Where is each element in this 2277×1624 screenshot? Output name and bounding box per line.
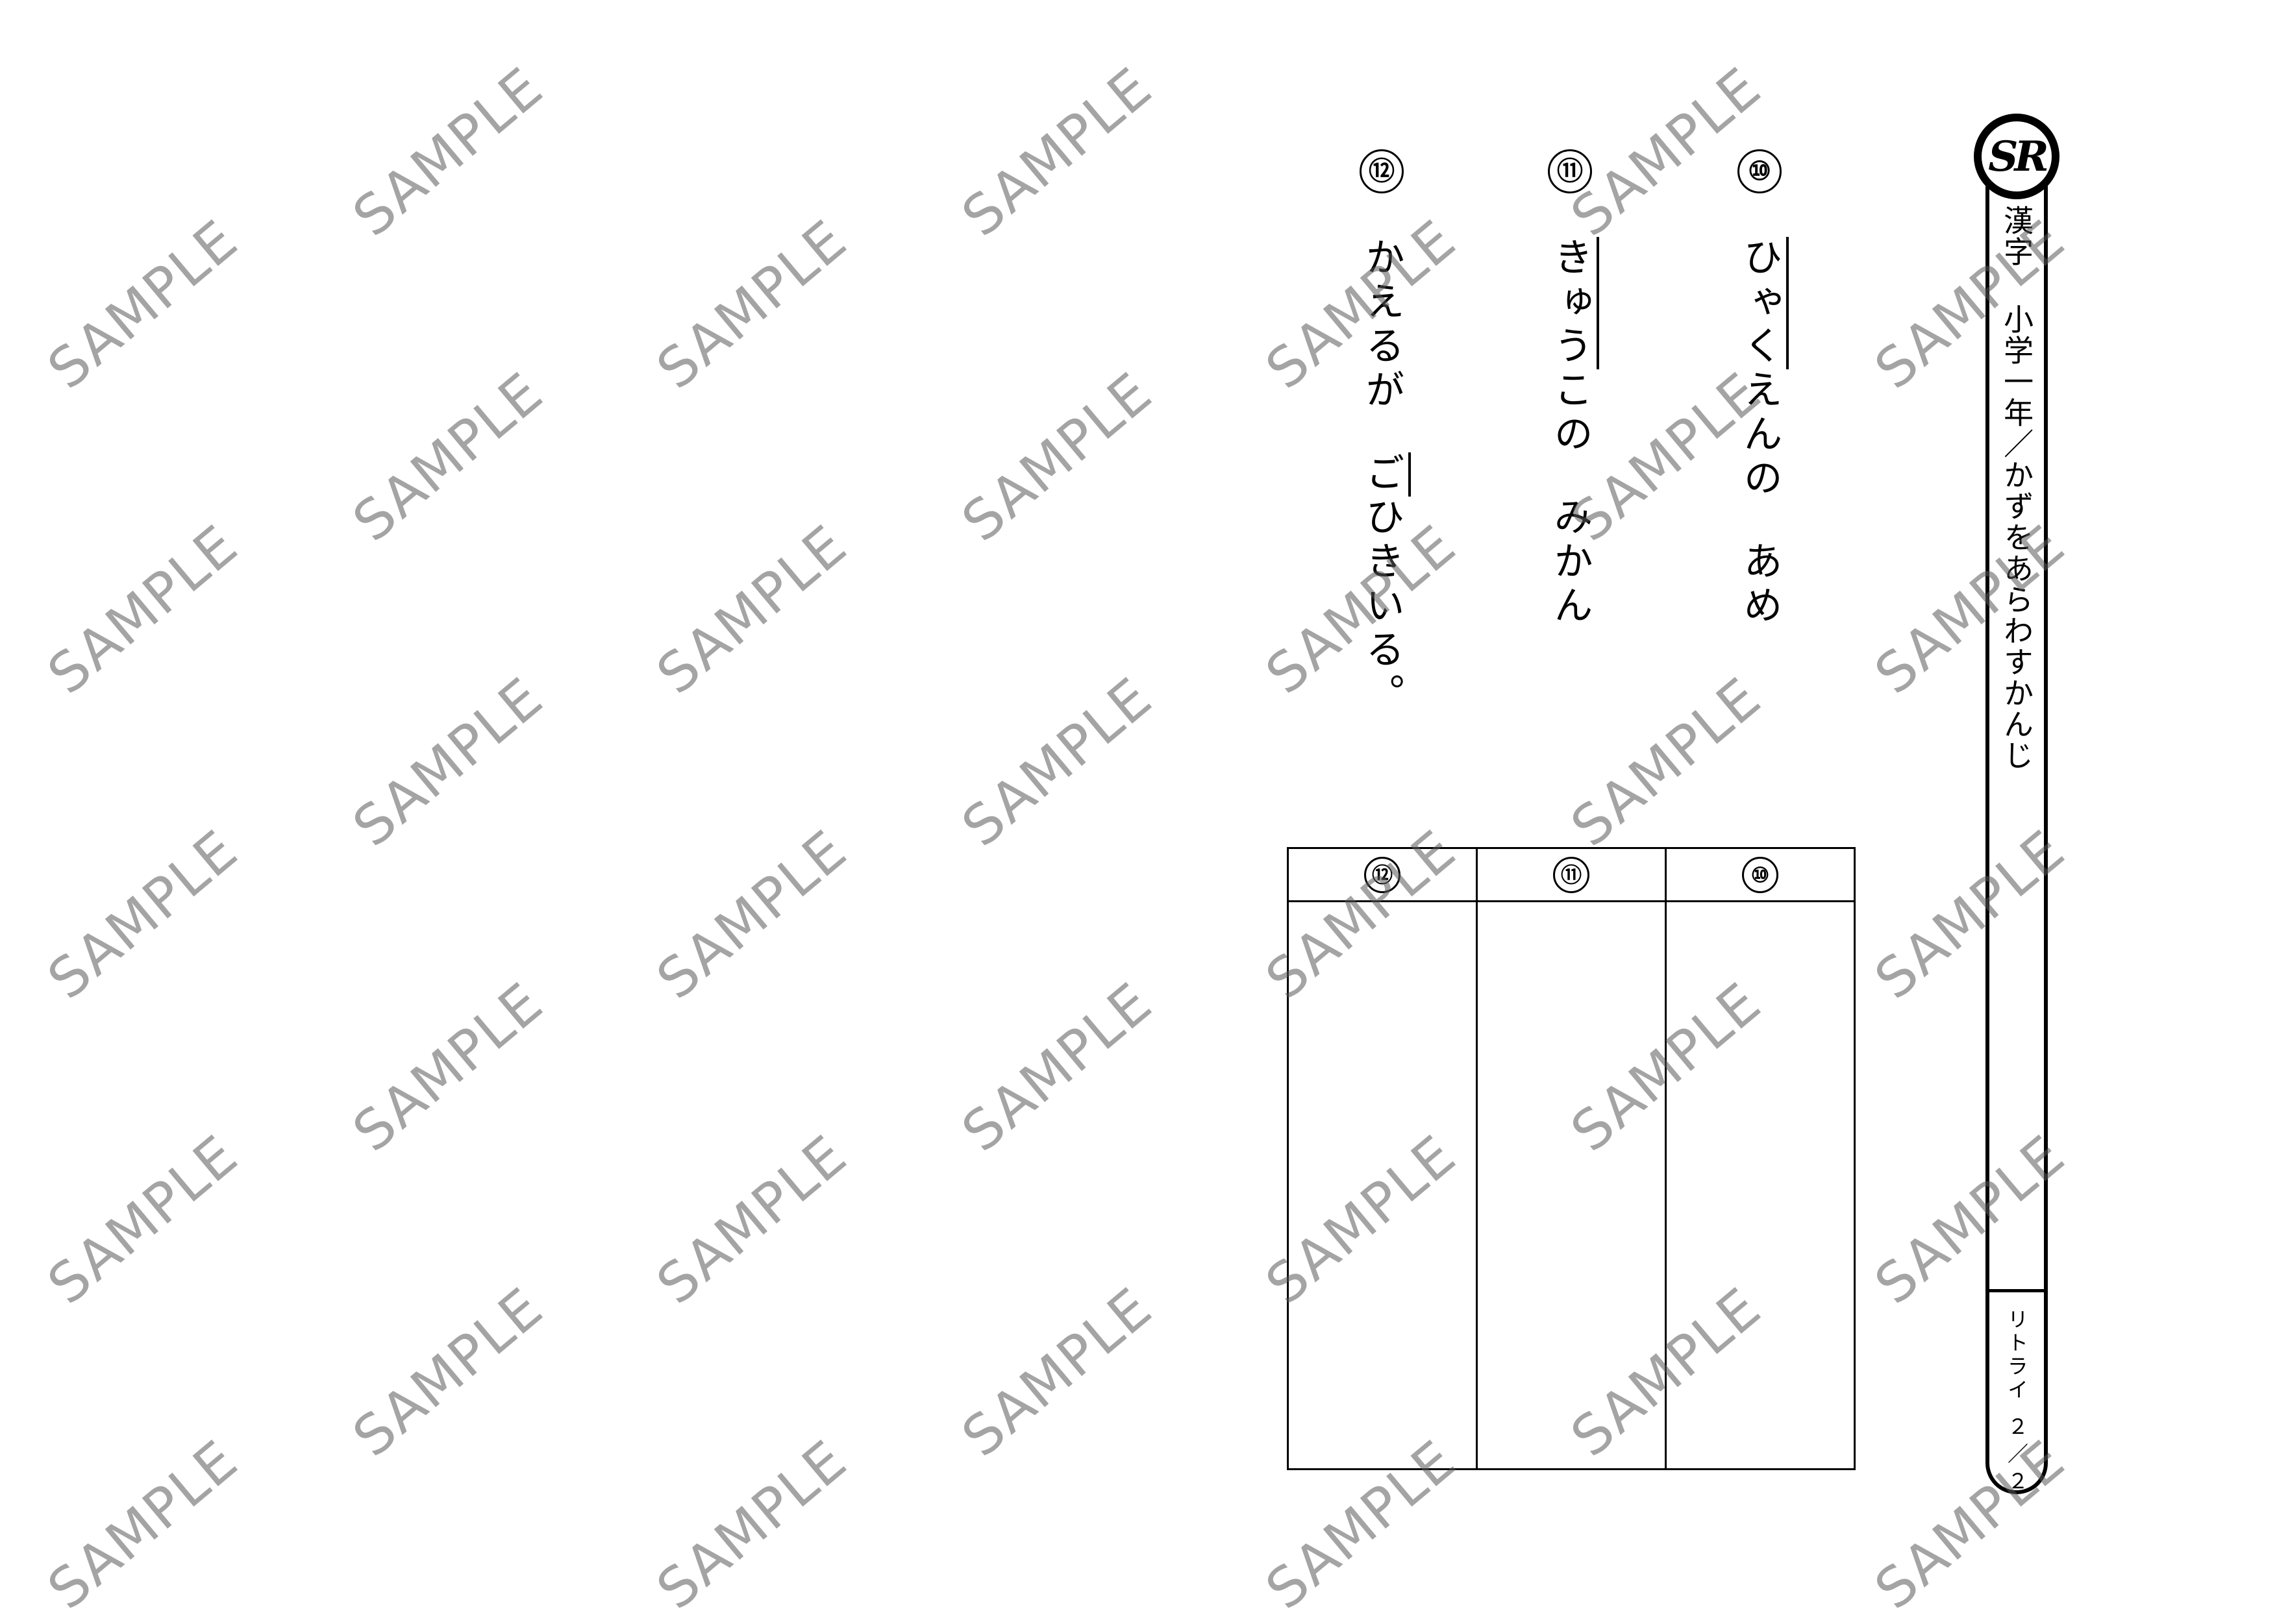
watermark-text: SAMPLE bbox=[341, 970, 555, 1164]
watermark-text: SAMPLE bbox=[1559, 55, 1773, 249]
watermark-text: SAMPLE bbox=[36, 512, 250, 707]
question-text-pre: かえるが bbox=[1359, 237, 1404, 413]
watermark-text: SAMPLE bbox=[341, 55, 555, 249]
underlined-reading: ひゃく bbox=[1737, 237, 1789, 369]
question-text-after: あめ bbox=[1737, 541, 1782, 629]
answer-column-12: ⑫ bbox=[1289, 849, 1476, 1468]
answer-table: ⑫ ⑪ ⑩ bbox=[1287, 847, 1856, 1470]
answer-box[interactable] bbox=[1667, 902, 1854, 1468]
question-text-post: えんの bbox=[1737, 369, 1782, 502]
answer-header: ⑫ bbox=[1289, 849, 1476, 902]
watermark-text: SAMPLE bbox=[341, 665, 555, 859]
title-capsule: 漢字 小学一年／かずをあらわすかんじ リトライ ２／２ bbox=[1985, 156, 2048, 1497]
question-text-after: みかん bbox=[1547, 497, 1593, 629]
watermark-text: SAMPLE bbox=[950, 970, 1164, 1164]
question-text-post: この bbox=[1547, 369, 1593, 458]
watermark-text: SAMPLE bbox=[950, 665, 1164, 859]
answer-box[interactable] bbox=[1289, 902, 1476, 1468]
logo-text: SR bbox=[1982, 121, 2052, 191]
watermark-text: SAMPLE bbox=[645, 207, 859, 402]
underlined-reading: きゅう bbox=[1547, 237, 1599, 369]
watermark-text: SAMPLE bbox=[950, 360, 1164, 554]
answer-column-10: ⑩ bbox=[1665, 849, 1854, 1468]
answer-header-label: ⑩ bbox=[1742, 856, 1778, 893]
watermark-text: SAMPLE bbox=[950, 1275, 1164, 1470]
watermark-text: SAMPLE bbox=[36, 817, 250, 1012]
question-number: ⑪ bbox=[1548, 149, 1592, 193]
watermark-text: SAMPLE bbox=[341, 360, 555, 554]
question-text: かえるがごひきいる。 bbox=[1359, 237, 1411, 717]
worksheet-title: 漢字 小学一年／かずをあらわすかんじ bbox=[1999, 205, 2035, 771]
watermark-text: SAMPLE bbox=[950, 55, 1164, 249]
watermark-text: SAMPLE bbox=[645, 817, 859, 1012]
watermark-text: SAMPLE bbox=[645, 1427, 859, 1622]
question-text: ひゃくえんのあめ bbox=[1737, 237, 1789, 629]
answer-header: ⑪ bbox=[1478, 849, 1665, 902]
answer-header: ⑩ bbox=[1667, 849, 1854, 902]
watermark-text: SAMPLE bbox=[36, 1427, 250, 1622]
watermark-text: SAMPLE bbox=[341, 1275, 555, 1470]
answer-column-11: ⑪ bbox=[1476, 849, 1665, 1468]
watermark-text: SAMPLE bbox=[36, 207, 250, 402]
watermark-text: SAMPLE bbox=[36, 1122, 250, 1317]
retry-label: リトライ bbox=[2004, 1309, 2029, 1402]
question-text-post: ひきいる。 bbox=[1359, 497, 1404, 717]
question-number: ⑩ bbox=[1737, 149, 1782, 193]
question-text: きゅうこのみかん bbox=[1547, 237, 1599, 629]
page-indicator: ２／２ bbox=[2004, 1416, 2029, 1497]
watermark-text: SAMPLE bbox=[1559, 665, 1773, 859]
logo-icon: SR bbox=[1974, 114, 2059, 199]
question-number: ⑫ bbox=[1360, 149, 1404, 193]
answer-header-label: ⑫ bbox=[1364, 856, 1400, 893]
watermark-text: SAMPLE bbox=[645, 1122, 859, 1317]
underlined-reading: ご bbox=[1359, 452, 1411, 497]
answer-box[interactable] bbox=[1478, 902, 1665, 1468]
watermark-text: SAMPLE bbox=[645, 512, 859, 707]
capsule-divider bbox=[1989, 1289, 2044, 1292]
answer-header-label: ⑪ bbox=[1553, 856, 1589, 893]
